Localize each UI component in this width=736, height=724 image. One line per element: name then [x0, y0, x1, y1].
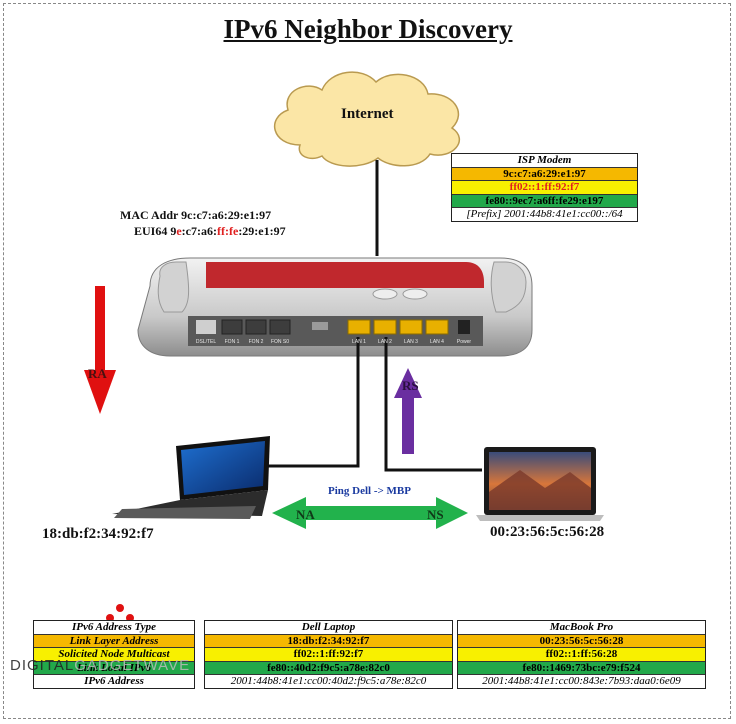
internet-cloud [273, 71, 460, 167]
type-row-multicast: Solicited Node Multicast [34, 647, 194, 661]
isp-link-local-row: fe80::9ec7:a6ff:fe29:e197 [452, 193, 637, 208]
page-title: IPv6 Neighbor Discovery [223, 14, 513, 44]
router-eui64-label: EUI64 9e:c7:a6:ff:fe:29:e1:97 [134, 224, 286, 238]
ns-label: NS [427, 507, 444, 522]
mbp-cable [384, 337, 482, 472]
mbp-row-link-local: fe80::1469:73bc:e79:f524 [458, 660, 705, 675]
isp-table-header: ISP Modem [452, 154, 637, 167]
isp-mac-row: 9c:c7:a6:29:e1:97 [452, 166, 637, 181]
watermark: DIGITALGADGETWAVE [10, 657, 191, 674]
dell-laptop-table: Dell Laptop 18:db:f2:34:92:f7 ff02::1:ff… [204, 620, 453, 689]
page-frame [3, 3, 731, 719]
router-port-label: DSL/TEL [196, 339, 217, 345]
router-port-label: LAN 4 [430, 339, 444, 345]
na-ns-arrow [272, 497, 468, 529]
router-port-label: LAN 1 [352, 339, 366, 345]
rs-arrow [394, 368, 422, 454]
mbp-row-mac: 00:23:56:5c:56:28 [458, 633, 705, 648]
router-port-label: Power [457, 339, 472, 345]
router-port-label: FON 1 [225, 339, 240, 345]
type-row-link-local: Link Local IPv6 [34, 660, 194, 675]
router [137, 257, 533, 357]
ra-label: RA [88, 366, 107, 381]
router-port-label: LAN 2 [378, 339, 392, 345]
dell-mac-label: 18:db:f2:34:92:f7 [42, 526, 154, 542]
router-port-label: FON 2 [249, 339, 264, 345]
mbp-row-multicast: ff02::1:ff:56:28 [458, 647, 705, 661]
type-row-link-layer: Link Layer Address [34, 633, 194, 648]
type-table-header: IPv6 Address Type [34, 621, 194, 634]
isp-prefix-row: [Prefix] 2001:44b8:41e1:cc00::/64 [452, 207, 637, 221]
mbp-mac-label: 00:23:56:5c:56:28 [490, 524, 605, 540]
isp-multicast-row: ff02::1:ff:92:f7 [452, 180, 637, 194]
mbp-row-ipv6: 2001:44b8:41e1:cc00:843e:7b93:daa0:6e09 [458, 674, 705, 688]
ping-label: Ping Dell -> MBP [328, 485, 411, 497]
dell-table-header: Dell Laptop [205, 621, 452, 634]
internet-label: Internet [341, 106, 394, 122]
router-port-label: FON S0 [271, 339, 289, 345]
mbp-table-header: MacBook Pro [458, 621, 705, 634]
dell-row-multicast: ff02::1:ff:92:f7 [205, 647, 452, 661]
router-mac-label: MAC Addr 9c:c7:a6:29:e1:97 [120, 208, 272, 222]
dell-row-link-local: fe80::40d2:f9c5:a78e:82c0 [205, 660, 452, 675]
dell-laptop [112, 436, 270, 519]
dell-cable [268, 337, 360, 468]
macbook-pro [476, 447, 604, 521]
dell-row-mac: 18:db:f2:34:92:f7 [205, 633, 452, 648]
na-label: NA [296, 507, 315, 522]
isp-modem-table: ISP Modem 9c:c7:a6:29:e1:97 ff02::1:ff:9… [451, 153, 638, 222]
macbook-table: MacBook Pro 00:23:56:5c:56:28 ff02::1:ff… [457, 620, 706, 689]
dell-row-ipv6: 2001:44b8:41e1:cc00:40d2:f9c5:a78e:82c0 [205, 674, 452, 688]
address-type-table: IPv6 Address Type Link Layer Address Sol… [33, 620, 195, 689]
rs-label: RS [402, 378, 419, 393]
router-port-label: LAN 3 [404, 339, 418, 345]
ra-arrow [84, 286, 116, 414]
type-row-ipv6: IPv6 Address [34, 674, 194, 688]
